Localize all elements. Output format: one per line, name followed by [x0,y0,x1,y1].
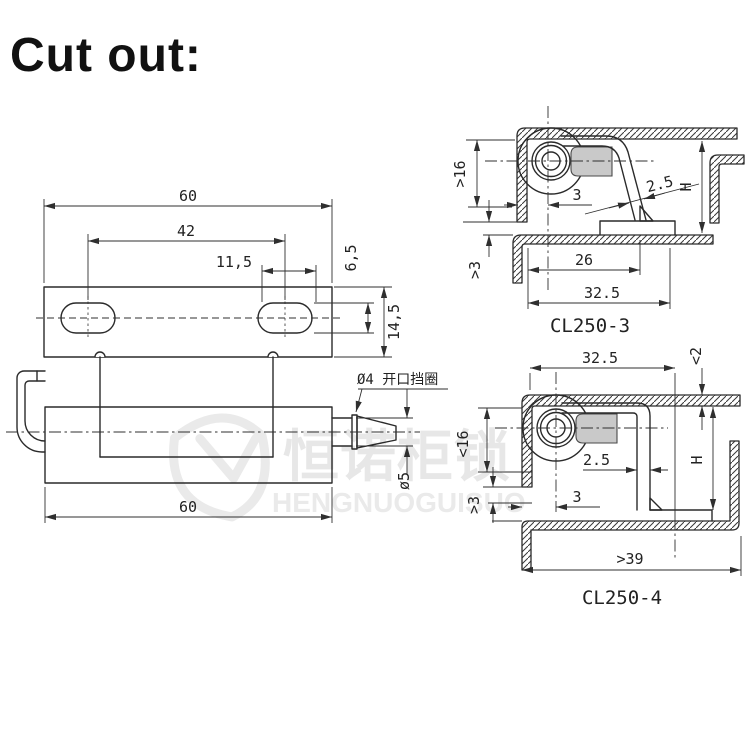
pin-cylinder [570,146,613,177]
door-panel-section [516,127,738,223]
dimension-lines [483,364,741,574]
dimension-lines [473,140,706,307]
page-title: Cut out: [10,29,202,82]
hinge-leaf [560,135,676,236]
dim-height: H [688,455,706,464]
dim-min-flange: >16 [451,160,469,187]
hook-handle [16,370,46,453]
hinge-body [44,406,333,484]
dim-offset: 3 [572,488,581,506]
hinge-leaf [561,402,713,522]
dim-body-length: 60 [179,498,197,516]
dim-plate-height: 14,5 [385,304,403,340]
dim-height: H [677,182,695,191]
frame-right-section [709,154,745,224]
model-label-cl250-3: CL250-3 [550,315,630,337]
dim-depth: 26 [575,251,593,269]
dim-offset: 3 [572,186,581,204]
cutout-cl250-4-drawing: 32.5 <2 <16 >3 3 2.5 H >39 CL250-4 [454,347,742,609]
retaining-ring-label: Ø4 开口挡圈 [357,372,438,388]
dimension-lines [45,388,448,521]
centerlines [495,372,668,512]
watermark-logo-icon [169,413,270,522]
edge-notches [94,351,279,358]
cutout-cl250-3-drawing: >16 >3 3 2.5 H 26 32.5 CL250-3 [451,106,745,337]
dim-slot-length: 11,5 [216,253,252,271]
dim-max-sheet: <2 [687,347,705,365]
frame-bottom-section [512,234,714,284]
dim-pin-diameter: ø5 [395,472,413,490]
dim-min-gap: >3 [465,496,483,514]
front-view-drawing: 60 42 11,5 6,5 14,5 [36,187,403,358]
centerlines [36,296,340,340]
side-view-drawing: Ø4 开口挡圈 ø5 60 [6,356,448,523]
dim-leaf-offset: 2.5 [583,451,610,469]
model-label-cl250-4: CL250-4 [582,587,662,609]
plate-outline [43,286,333,358]
pin-cone-tip [356,415,397,449]
dim-max-flange: <16 [454,430,472,457]
pin-cylinder [575,413,618,444]
dim-leaf-offset: 2.5 [644,172,675,196]
dim-total-depth: 32.5 [582,349,618,367]
dim-slot-height: 6,5 [342,244,360,271]
dim-total-depth: 32.5 [584,284,620,302]
watermark-latin-text: HENGNUOGUISUO [272,487,526,518]
dim-plate-width: 60 [179,187,197,205]
dim-min-width: >39 [616,550,643,568]
dimension-lines [44,202,388,357]
centerlines [485,106,655,290]
dim-slot-spacing: 42 [177,222,195,240]
dim-min-gap: >3 [466,261,484,279]
door-panel-section [521,394,741,488]
